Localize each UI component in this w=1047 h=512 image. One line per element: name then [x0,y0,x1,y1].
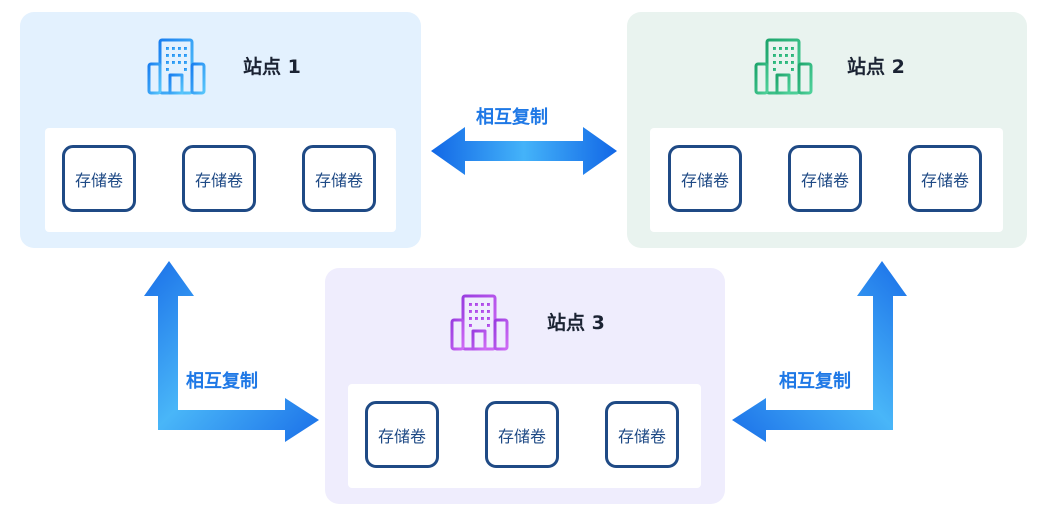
storage-volume: 存储卷 [605,401,679,468]
replication-label-right: 相互复制 [779,371,851,392]
arrow-site1-site2 [431,127,617,175]
volume-panel: 存储卷 存储卷 存储卷 [348,384,701,488]
building-icon [754,38,813,95]
site-2-card: 站点 2 存储卷 存储卷 存储卷 [627,12,1027,248]
arrow-site1-site3 [144,261,319,442]
storage-volume: 存储卷 [62,145,136,212]
volume-panel: 存储卷 存储卷 存储卷 [45,128,396,232]
site-title: 站点 3 [547,312,605,334]
arrow-site2-site3 [732,261,907,442]
site-title: 站点 2 [847,56,905,78]
storage-volume: 存储卷 [668,145,742,212]
storage-volume: 存储卷 [788,145,862,212]
storage-volume: 存储卷 [302,145,376,212]
site-3-card: 站点 3 存储卷 存储卷 存储卷 [325,268,725,504]
storage-volume: 存储卷 [485,401,559,468]
site-title: 站点 1 [243,56,301,78]
replication-label-top: 相互复制 [476,107,548,128]
volume-panel: 存储卷 存储卷 存储卷 [650,128,1003,232]
storage-volume: 存储卷 [365,401,439,468]
storage-volume: 存储卷 [908,145,982,212]
building-icon [450,294,509,351]
site-1-card: 站点 1 存储卷 存储卷 存储卷 [20,12,421,248]
replication-label-left: 相互复制 [186,371,258,392]
storage-volume: 存储卷 [182,145,256,212]
building-icon [147,38,206,95]
